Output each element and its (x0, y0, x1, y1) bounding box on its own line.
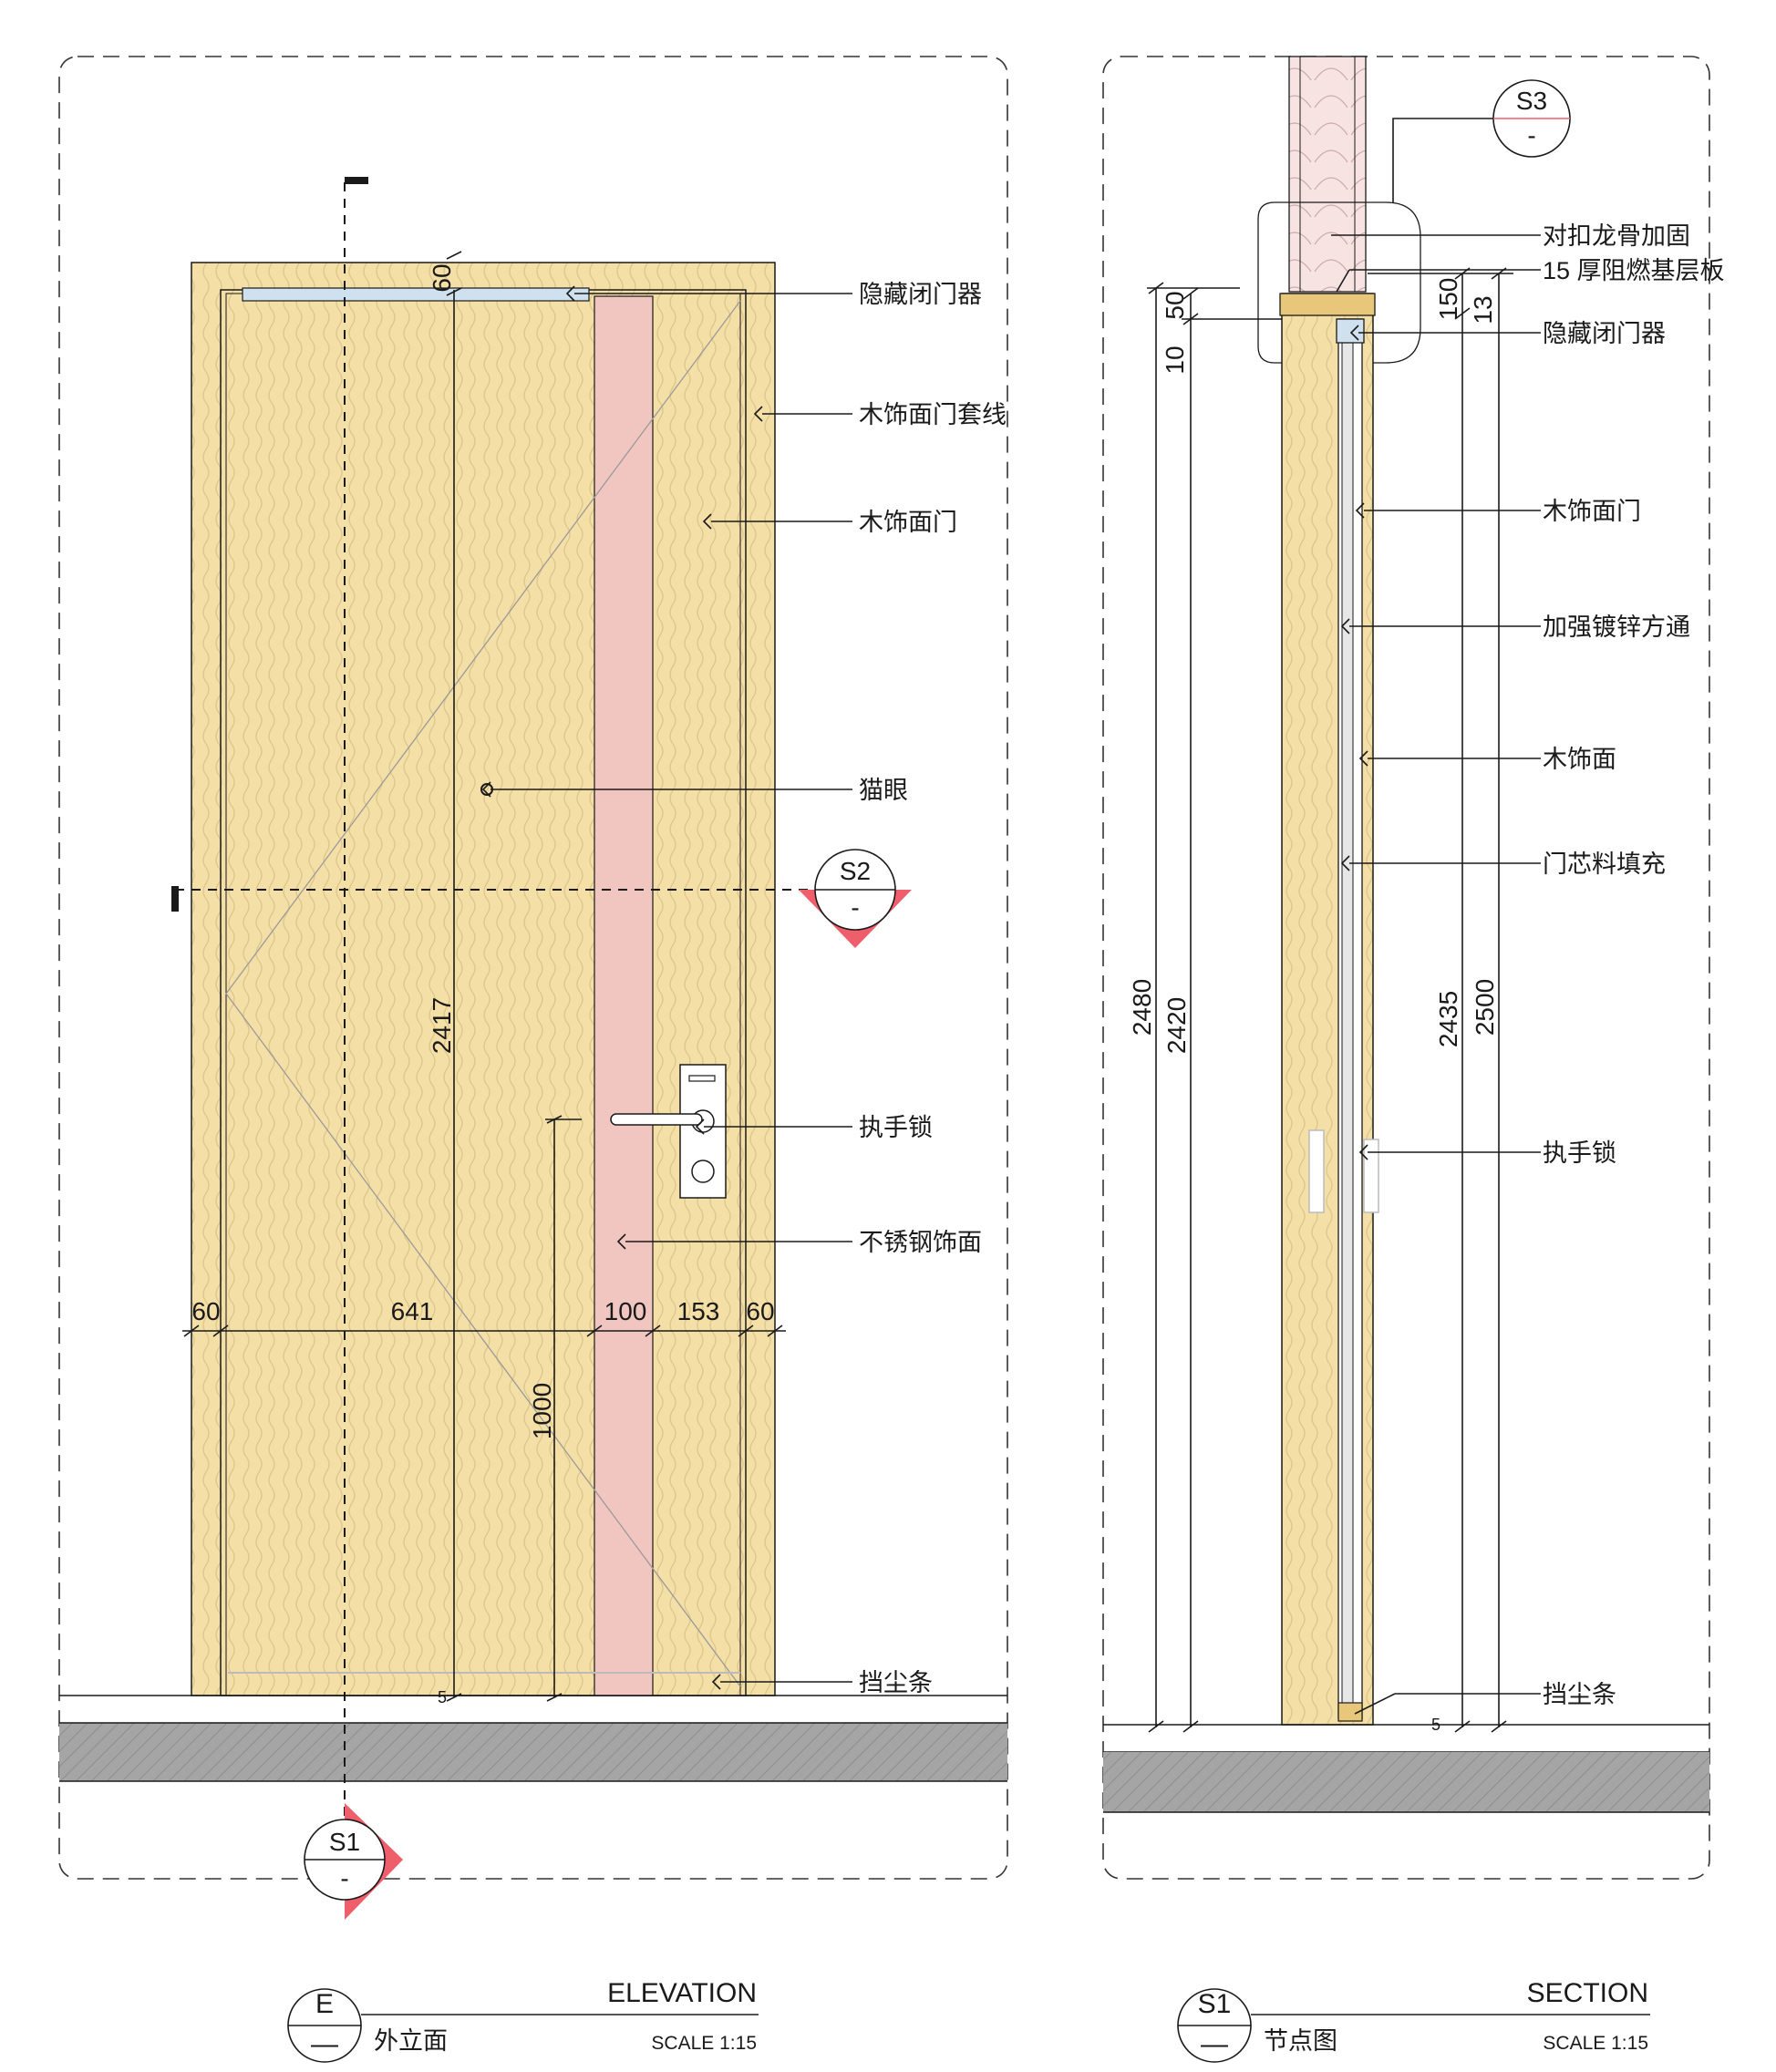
label-hidden-closer: 隐藏闭门器 (859, 281, 982, 308)
detail-callout-bubble (1257, 201, 1421, 364)
section-label-tube: 加强镀锌方通 (1543, 613, 1690, 641)
dim-top-gap-60: 60 (428, 263, 456, 292)
section-title-cn: 节点图 (1264, 2027, 1337, 2055)
section-title-en: SECTION (1527, 1978, 1648, 2008)
section-dims-left (1147, 282, 1282, 1733)
section-header-board (1279, 293, 1376, 316)
section-title-scale: SCALE 1:15 (1543, 2033, 1648, 2054)
section-leaders (1331, 234, 1541, 1715)
section-label-core: 门芯料填充 (1543, 850, 1666, 878)
section-dim-2435: 2435 (1434, 991, 1462, 1047)
label-dust-strip: 挡尘条 (859, 1669, 933, 1696)
s2-sub: - (851, 893, 859, 922)
dim-height-2417: 2417 (428, 997, 456, 1054)
elevation-title-id: E (315, 1989, 334, 2019)
label-handle: 执手锁 (859, 1114, 933, 1141)
section-label-stud: 对扣龙骨加固 (1543, 222, 1690, 250)
section-label-closer: 隐藏闭门器 (1543, 320, 1666, 347)
section-dim-50: 50 (1161, 291, 1189, 319)
section-label-door: 木饰面门 (1543, 498, 1641, 525)
lever-handle (610, 1113, 703, 1126)
elevation-title-sub: — (311, 2029, 338, 2059)
section-dim-bottom-5: 5 (1431, 1716, 1440, 1734)
dim-handle-height-1000: 1000 (528, 1383, 556, 1439)
dim-width-153: 153 (677, 1297, 720, 1325)
section-dim-150: 150 (1434, 278, 1462, 321)
elevation-title-en: ELEVATION (607, 1978, 757, 2008)
section-closer (1336, 318, 1365, 344)
section-handle (1308, 1129, 1325, 1213)
elevation-leaders (481, 285, 852, 1690)
section-dim-2500: 2500 (1471, 979, 1499, 1036)
s2-id: S2 (840, 857, 871, 885)
s3-sub: - (1527, 121, 1535, 149)
label-casing: 木饰面门套线 (859, 401, 1007, 428)
elevation-title-block: E — 外立面 ELEVATION SCALE 1:15 (287, 1978, 759, 2063)
section-floor-slab (1103, 1752, 1709, 1812)
section-title-sub: — (1201, 2029, 1228, 2059)
elevation-floor-slab (59, 1723, 1007, 1781)
section-label-board: 15 厚阻燃基层板 (1543, 257, 1725, 284)
door-swing-lines (225, 300, 741, 1687)
dim-width-60-right: 60 (746, 1297, 774, 1325)
section-dims-right (1368, 267, 1513, 1733)
section-dim-10: 10 (1161, 345, 1189, 374)
s3-id: S3 (1516, 87, 1547, 115)
section-label-handle: 执手锁 (1543, 1139, 1616, 1167)
elevation-title-cn: 外立面 (374, 2027, 448, 2055)
lock-plate (679, 1064, 727, 1199)
section-frame (1102, 56, 1710, 1880)
stainless-steel-strip (594, 295, 654, 1696)
section-dust-strip (1337, 1702, 1363, 1722)
elevation-title-scale: SCALE 1:15 (651, 2033, 757, 2054)
section-label-dust: 挡尘条 (1543, 1681, 1616, 1708)
section-label-veneer: 木饰面 (1543, 746, 1616, 773)
label-steel: 不锈钢饰面 (859, 1229, 982, 1256)
dim-bottom-gap-5: 5 (438, 1688, 447, 1706)
label-door: 木饰面门 (859, 509, 957, 536)
section-wall-insulation (1288, 56, 1367, 293)
section-title-id: S1 (1198, 1989, 1232, 2019)
section-marker-s2[interactable]: S2 - (799, 849, 912, 948)
section-dim-2480: 2480 (1128, 979, 1156, 1036)
label-peephole: 猫眼 (859, 777, 908, 804)
section-steel-tube (1341, 327, 1354, 1715)
dim-width-641: 641 (391, 1297, 434, 1325)
door-leaf (220, 289, 747, 1696)
hidden-closer (242, 287, 590, 302)
dim-width-60-left: 60 (191, 1297, 220, 1325)
s1-sub: - (340, 1864, 348, 1892)
detail-marker-s3[interactable]: S3 - (1492, 79, 1571, 158)
section-dim-2420: 2420 (1162, 997, 1191, 1054)
section-marker-s1[interactable]: S1 - (304, 1803, 403, 1920)
dim-width-100: 100 (604, 1297, 647, 1325)
section-title-block: S1 — 节点图 SECTION SCALE 1:15 (1177, 1978, 1650, 2063)
section-dim-13: 13 (1469, 295, 1497, 324)
s1-id: S1 (329, 1828, 360, 1856)
